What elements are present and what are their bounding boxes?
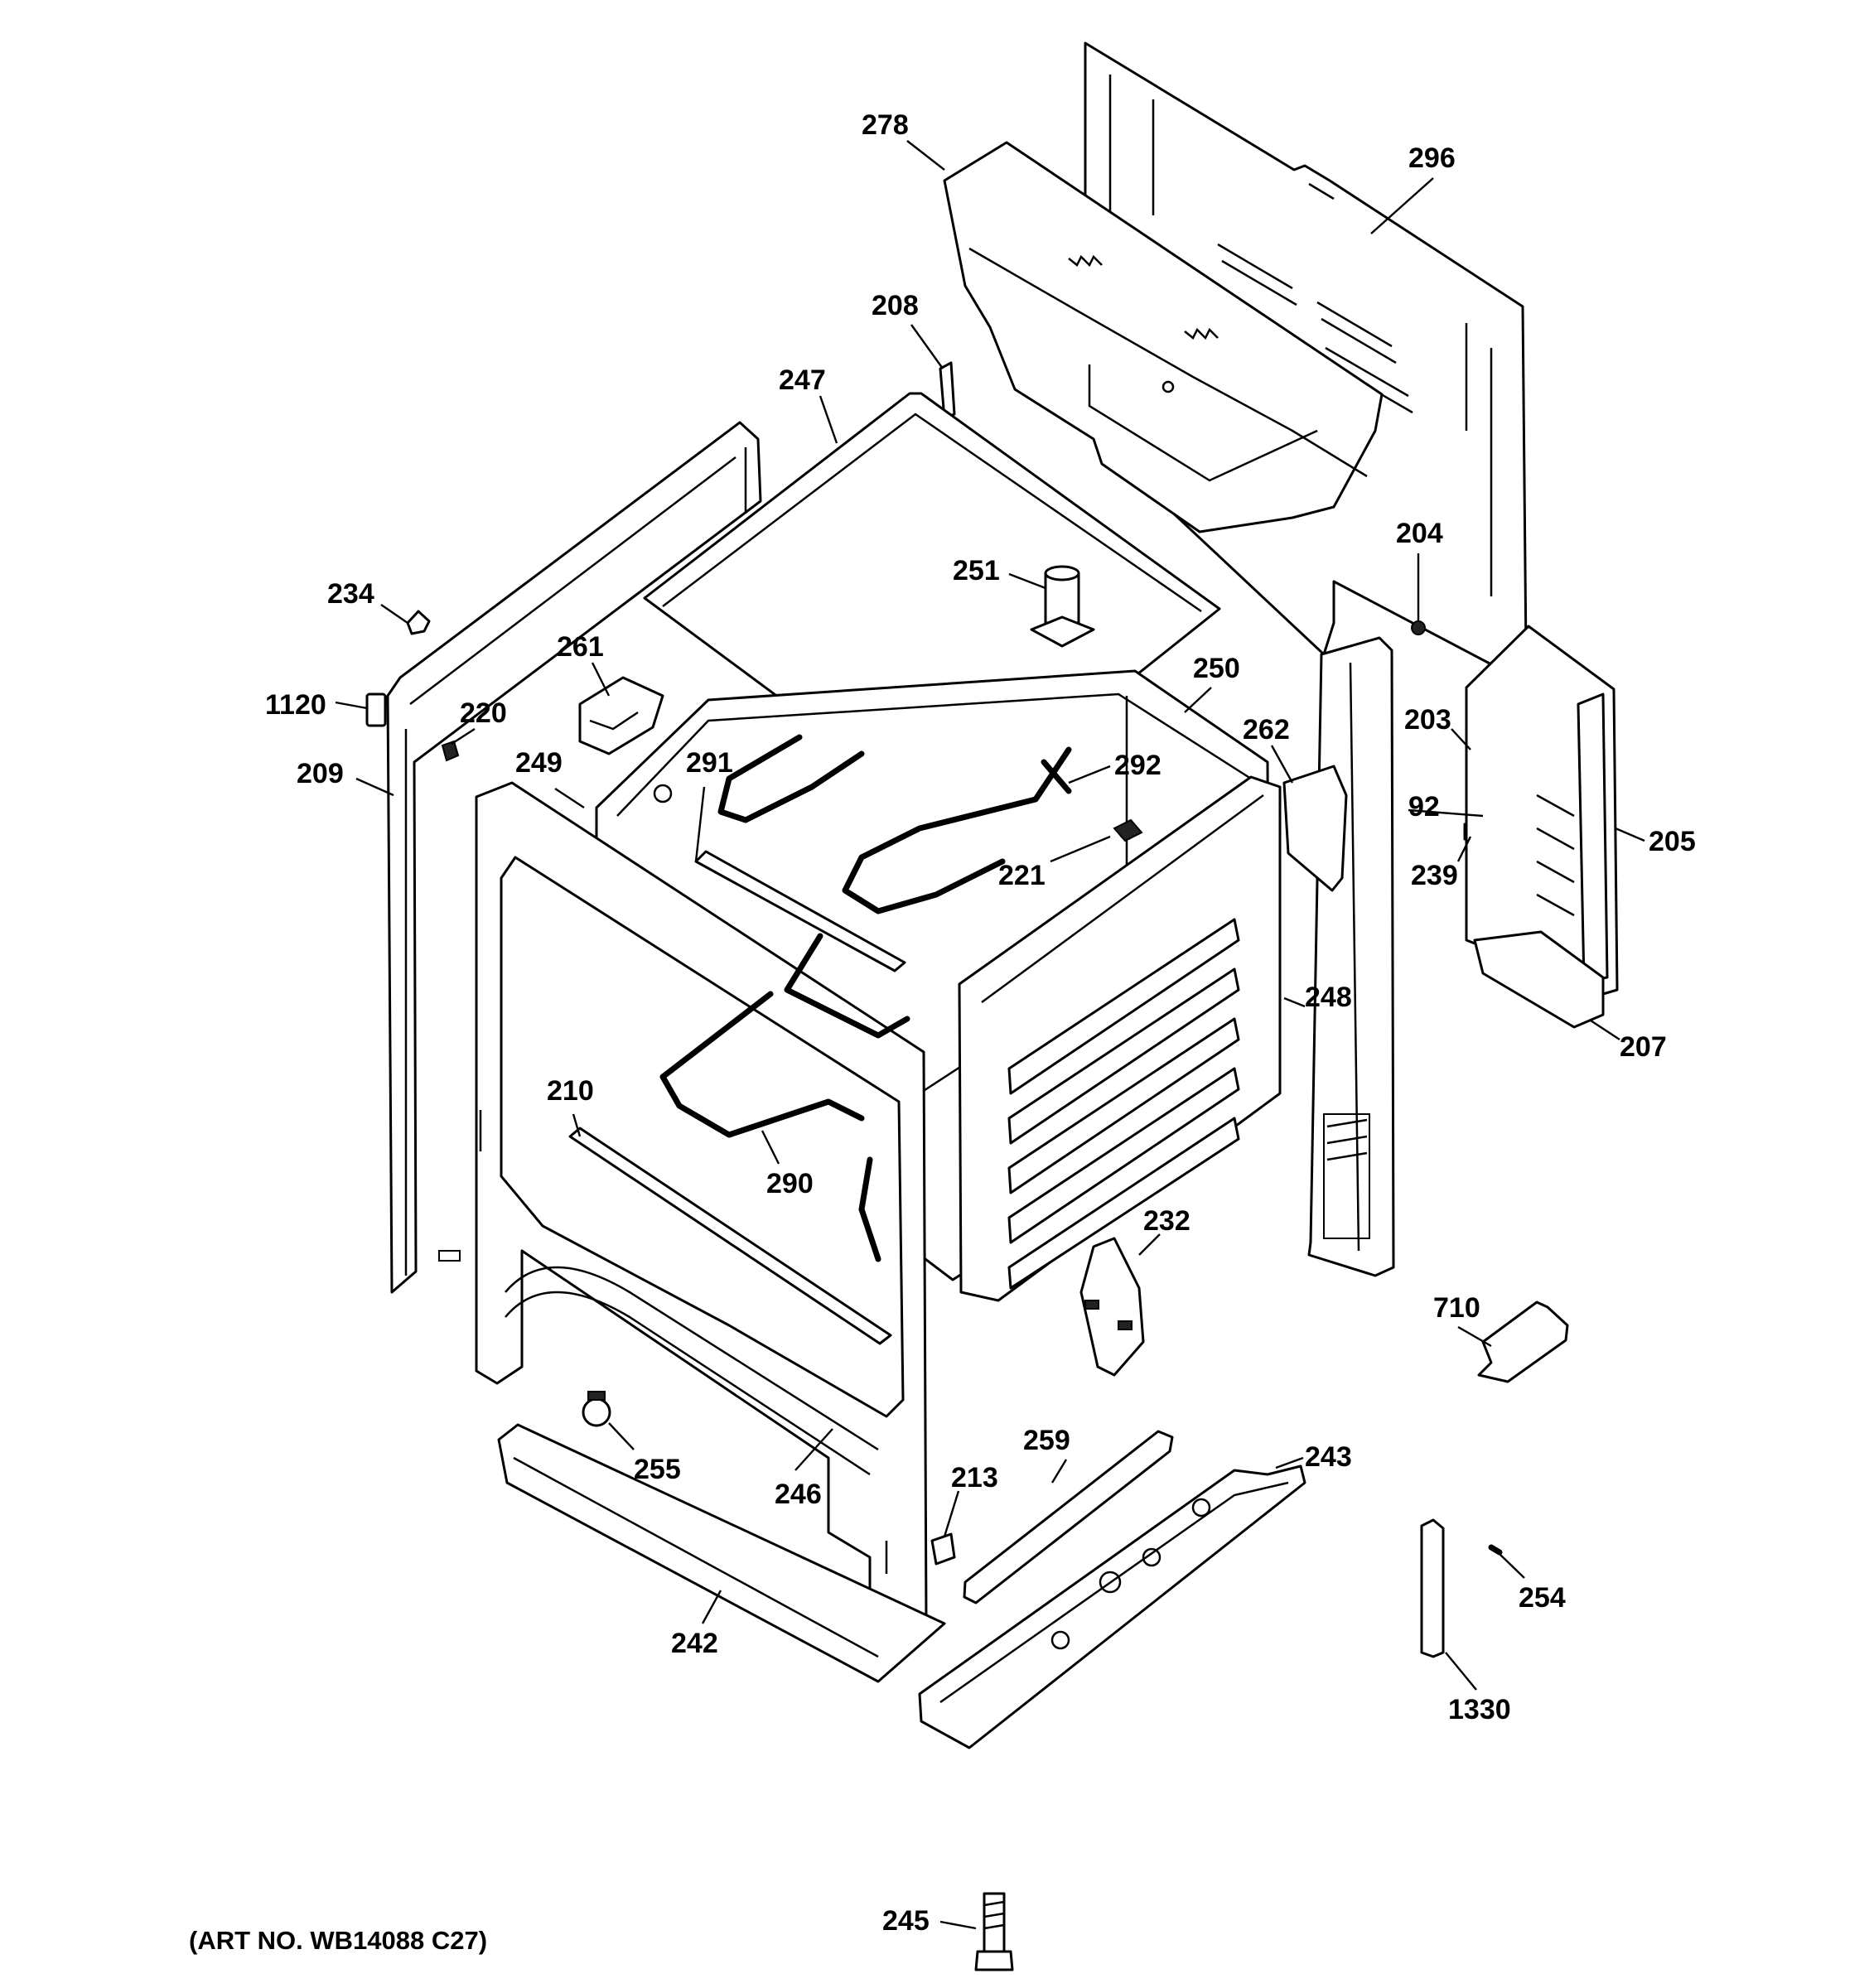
callout-234: 234	[327, 578, 374, 610]
callout-213: 213	[951, 1462, 998, 1493]
callout-239: 239	[1411, 860, 1458, 891]
callout-292: 292	[1114, 750, 1161, 781]
art-number-caption: (ART NO. WB14088 C27)	[189, 1926, 488, 1955]
part-left-side-panel	[386, 421, 762, 1294]
part-leveling-leg-245	[974, 1892, 1014, 1971]
callout-209: 209	[297, 758, 344, 789]
callout-207: 207	[1620, 1031, 1667, 1063]
part-broil-element	[717, 734, 1072, 914]
part-insulation-261	[578, 676, 664, 755]
part-bracket-1120	[365, 692, 387, 727]
callout-220: 220	[460, 697, 507, 729]
part-screw-204	[1411, 620, 1426, 635]
part-duct-bottom-207	[1473, 930, 1605, 1029]
callout-249: 249	[515, 747, 563, 779]
part-insulation-262	[1282, 765, 1348, 892]
part-screw-254	[1488, 1544, 1503, 1556]
callout-710: 710	[1433, 1292, 1480, 1324]
callout-1120: 1120	[265, 689, 326, 721]
part-bracket-208	[939, 361, 956, 420]
part-right-outer-panel	[1307, 636, 1395, 1277]
part-clip-234	[406, 610, 431, 635]
callout-290: 290	[766, 1168, 814, 1199]
callout-250: 250	[1193, 653, 1240, 684]
callout-246: 246	[775, 1479, 822, 1510]
callout-labels: 278 296 208 247 204 251 234 261 1120 220…	[265, 109, 1696, 1937]
part-vent-tube	[1030, 565, 1095, 648]
callout-232: 232	[1143, 1205, 1190, 1237]
part-clip-213	[930, 1532, 956, 1566]
part-element-bracket	[694, 850, 906, 972]
callout-291: 291	[686, 747, 733, 779]
part-clip-220	[441, 740, 460, 762]
part-side-duct-205	[1465, 625, 1619, 996]
callout-203: 203	[1404, 704, 1451, 736]
callout-251: 251	[953, 555, 1000, 586]
callout-261: 261	[557, 631, 604, 663]
callout-296: 296	[1408, 142, 1456, 174]
callout-247: 247	[779, 364, 826, 396]
part-knob-255	[582, 1391, 611, 1427]
part-rail-259	[963, 1430, 1174, 1604]
callout-208: 208	[872, 290, 919, 321]
callout-245: 245	[882, 1905, 930, 1937]
callout-92: 92	[1408, 791, 1440, 823]
callout-205: 205	[1649, 826, 1696, 857]
callout-1330: 1330	[1448, 1694, 1511, 1725]
part-rack-support	[568, 1127, 892, 1345]
callout-259: 259	[1023, 1425, 1070, 1456]
callout-243: 243	[1305, 1441, 1352, 1473]
part-right-side-panel	[958, 775, 1282, 1302]
callout-262: 262	[1243, 714, 1290, 746]
callout-255: 255	[634, 1454, 681, 1485]
callout-204: 204	[1396, 518, 1443, 549]
callout-242: 242	[671, 1628, 718, 1659]
callout-278: 278	[862, 109, 909, 141]
part-bracket-710	[1477, 1300, 1569, 1383]
part-bake-element	[659, 933, 910, 1262]
callout-254: 254	[1519, 1582, 1566, 1614]
part-sensor-221	[1113, 818, 1143, 842]
callout-210: 210	[547, 1075, 594, 1107]
part-leg-bracket-1330	[1420, 1518, 1445, 1658]
part-rear-duct	[943, 141, 1384, 533]
part-bracket-232	[1079, 1237, 1145, 1377]
part-drawer-243	[918, 1464, 1306, 1749]
part-bottom-panel	[497, 1423, 946, 1683]
callout-248: 248	[1305, 982, 1352, 1013]
callout-221: 221	[998, 860, 1046, 891]
leader-lines	[335, 140, 1645, 1930]
